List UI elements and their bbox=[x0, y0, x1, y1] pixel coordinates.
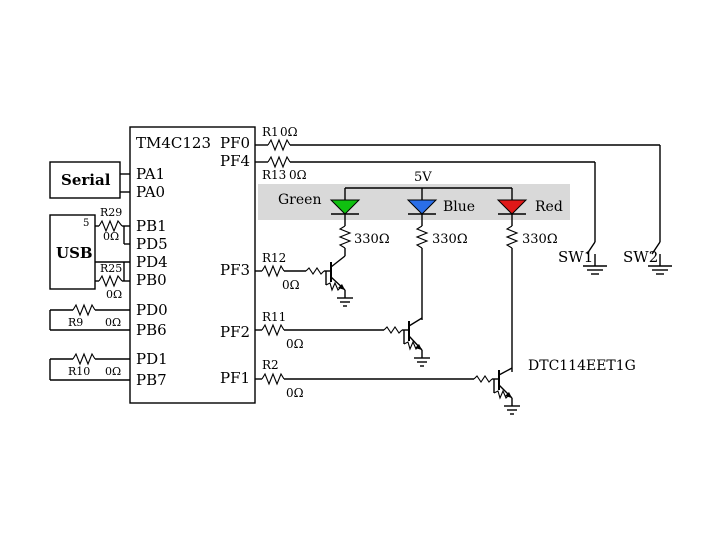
resistor-r12 bbox=[261, 264, 285, 278]
pin-pf0: PF0 bbox=[220, 134, 250, 152]
resistor-330-red bbox=[505, 225, 519, 249]
r2-label: R2 bbox=[262, 358, 279, 372]
pin-pd5: PD5 bbox=[136, 235, 168, 253]
usb-pin-number: 5 bbox=[83, 218, 89, 229]
r29-value: 0Ω bbox=[103, 230, 119, 243]
r25-label: R25 bbox=[100, 262, 122, 275]
transistor-green bbox=[330, 255, 346, 291]
resistor-r2 bbox=[261, 372, 285, 386]
resistor-r10 bbox=[72, 352, 96, 366]
r9-value: 0Ω bbox=[105, 316, 121, 329]
transistor-red bbox=[498, 367, 513, 399]
r13-value: 0Ω bbox=[289, 168, 307, 182]
transistor-blue bbox=[408, 317, 423, 351]
led-blue-label: Blue bbox=[443, 199, 475, 215]
resistor-330-blue bbox=[415, 225, 429, 249]
mcu-name: TM4C123 bbox=[136, 134, 211, 152]
pin-pb1: PB1 bbox=[136, 217, 167, 235]
pin-pf2: PF2 bbox=[220, 323, 250, 341]
pin-pb6: PB6 bbox=[136, 321, 167, 339]
resistor-r1 bbox=[267, 138, 291, 152]
r1-value: 0Ω bbox=[280, 125, 298, 139]
resistor-r13 bbox=[267, 155, 291, 169]
r330-blue-value: 330Ω bbox=[432, 232, 468, 247]
r10-value: 0Ω bbox=[105, 365, 121, 378]
pin-pf1: PF1 bbox=[220, 369, 250, 387]
switch-sw2 bbox=[651, 241, 661, 255]
resistor-r25 bbox=[98, 274, 123, 288]
r9-label: R9 bbox=[68, 316, 83, 329]
r10-label: R10 bbox=[68, 365, 90, 378]
r11-label: R11 bbox=[262, 310, 286, 324]
r12-label: R12 bbox=[262, 251, 286, 265]
sw1-label: SW1 bbox=[558, 248, 593, 266]
r11-value: 0Ω bbox=[286, 337, 304, 351]
pin-pf3: PF3 bbox=[220, 261, 250, 279]
serial-label: Serial bbox=[61, 171, 111, 189]
resistor-r29 bbox=[98, 219, 123, 233]
mcu-box bbox=[129, 126, 256, 404]
r13-label: R13 bbox=[262, 168, 286, 182]
pin-pa0: PA0 bbox=[136, 183, 165, 201]
pin-pf4: PF4 bbox=[220, 152, 250, 170]
pin-pb0: PB0 bbox=[136, 271, 167, 289]
r12-value: 0Ω bbox=[282, 278, 300, 292]
pin-pa1: PA1 bbox=[136, 165, 165, 183]
pin-pd0: PD0 bbox=[136, 301, 168, 319]
r29-label: R29 bbox=[100, 206, 122, 219]
sw2-label: SW2 bbox=[623, 248, 658, 266]
pin-pd4: PD4 bbox=[136, 253, 168, 271]
serial-block bbox=[49, 161, 121, 199]
led-red bbox=[496, 199, 528, 215]
r330-red-value: 330Ω bbox=[522, 232, 558, 247]
r2-value: 0Ω bbox=[286, 386, 304, 400]
led-red-label: Red bbox=[535, 199, 563, 215]
usb-label: USB bbox=[56, 244, 93, 262]
r1-label: R1 bbox=[262, 125, 279, 139]
led-green bbox=[329, 199, 361, 215]
resistor-r9 bbox=[72, 303, 96, 317]
transistor-part-label: DTC114EET1G bbox=[528, 358, 636, 374]
usb-block bbox=[49, 214, 96, 290]
led-green-label: Green bbox=[278, 192, 321, 208]
resistor-r11 bbox=[261, 323, 285, 337]
r330-green-value: 330Ω bbox=[354, 232, 390, 247]
pin-pd1: PD1 bbox=[136, 350, 168, 368]
resistor-330-green bbox=[338, 225, 352, 249]
pin-pb7: PB7 bbox=[136, 371, 167, 389]
led-blue bbox=[406, 199, 438, 215]
supply-label: 5V bbox=[414, 170, 432, 185]
switch-sw1 bbox=[586, 241, 596, 255]
r25-value: 0Ω bbox=[106, 288, 122, 301]
